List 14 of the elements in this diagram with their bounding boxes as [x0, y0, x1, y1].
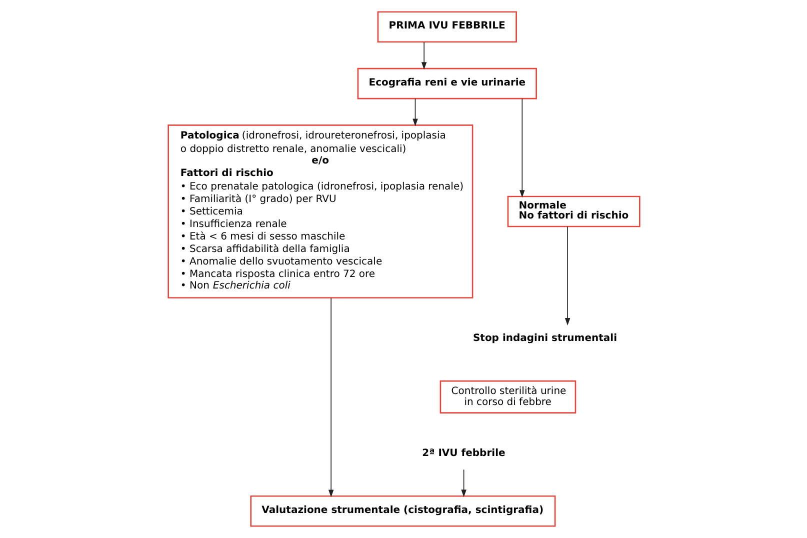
arrow [519, 98, 524, 198]
node-box: PRIMA IVU FEBBRILE [376, 11, 516, 43]
arrow [460, 469, 466, 498]
arrow [420, 42, 426, 70]
arrow [412, 98, 418, 126]
arrow [328, 298, 334, 498]
node-text: Stop indagini strumentali [472, 333, 617, 344]
node-box: Controllo sterilità urine in corso di febbre [439, 380, 576, 414]
node-box: Patologica (idronefrosi, idroureteronefrosi, ipoplasia o doppio distretto renale, anomalie vescicali) e/o Fattori di rischio • Eco prenatale patologica (idronefrosi, ipoplasia renale) • Familiarità (I° grado) per RVU • Setticemia • Insufficienza renale • Età < 6 mesi di sesso maschile • Scarsa affidabilità della famiglia • Anomalie dello svuotamento vescicale • Mancata risposta clinica entro 72 ore • Non Escherichia coli [167, 124, 473, 298]
node-box: Normale No fattori di rischio [506, 196, 640, 228]
node-box: Valutazione strumentale (cistografia, scintigrafia) [250, 495, 556, 527]
node-text: 2ª IVU febbrile [422, 448, 505, 460]
node-box: Ecografia reni e vie urinarie [356, 68, 536, 100]
arrow [564, 226, 570, 326]
